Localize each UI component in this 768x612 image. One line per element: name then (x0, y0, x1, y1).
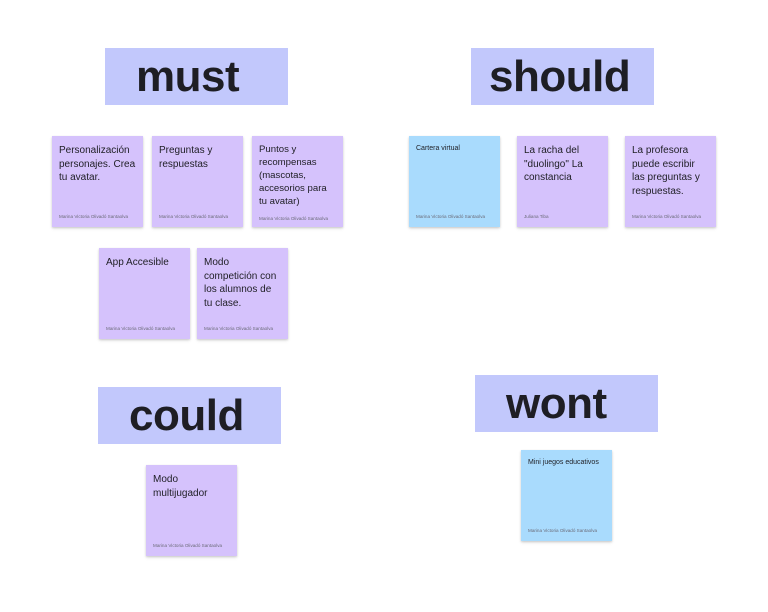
note-author: Marina Victoria Olivadó Santaolva (528, 528, 598, 533)
section-header-must[interactable]: must (105, 48, 288, 105)
sticky-note-app-accesible[interactable]: App Accesible Marina Victoria Olivadó Sa… (99, 248, 190, 339)
section-header-should[interactable]: should (471, 48, 654, 105)
section-header-could[interactable]: could (98, 387, 281, 444)
section-title-could: could (129, 390, 244, 440)
note-author: Marina Victoria Olivadó Santaolva (259, 216, 329, 221)
note-text: La profesora puede escribir las pregunta… (632, 145, 700, 197)
sticky-note-modo-competicion[interactable]: Modo competición con los alumnos de tu c… (197, 248, 288, 339)
section-title-must: must (136, 51, 240, 101)
note-text: Modo multijugador (153, 474, 208, 499)
section-title-wont: wont (506, 378, 607, 428)
note-author: Marina Victoria Olivadó Santaolva (59, 214, 129, 219)
sticky-note-racha[interactable]: La racha del "duolingo" La constancia Ju… (517, 136, 608, 227)
note-text: La racha del "duolingo" La constancia (524, 145, 583, 183)
note-author: Marina Victoria Olivadó Santaolva (159, 214, 229, 219)
note-text: Preguntas y respuestas (159, 145, 213, 170)
note-text: Personalización personajes. Crea tu avat… (59, 145, 136, 183)
note-text: Puntos y recompensas (mascotas, accesori… (259, 144, 327, 207)
note-author: Juliana Tiba (524, 214, 549, 219)
sticky-note-puntos[interactable]: Puntos y recompensas (mascotas, accesori… (252, 136, 343, 227)
sticky-note-multijugador[interactable]: Modo multijugador Marina Victoria Olivad… (146, 465, 237, 556)
sticky-note-mini-juegos[interactable]: Mini juegos educativos Marina Victoria O… (521, 450, 612, 541)
sticky-note-profesora[interactable]: La profesora puede escribir las pregunta… (625, 136, 716, 227)
note-text: Cartera virtual (416, 145, 460, 152)
sticky-note-cartera-virtual[interactable]: Cartera virtual Marina Victoria Olivadó … (409, 136, 500, 227)
sticky-note-preguntas[interactable]: Preguntas y respuestas Marina Victoria O… (152, 136, 243, 227)
note-text: App Accesible (106, 257, 169, 268)
section-header-wont[interactable]: wont (475, 375, 658, 432)
note-author: Marina Victoria Olivadó Santaolva (153, 543, 223, 548)
section-title-should: should (489, 51, 631, 101)
note-author: Marina Victoria Olivadó Santaolva (106, 326, 176, 331)
note-text: Mini juegos educativos (528, 459, 599, 466)
sticky-note-personalizacion[interactable]: Personalización personajes. Crea tu avat… (52, 136, 143, 227)
note-author: Marina Victoria Olivadó Santaolva (632, 214, 702, 219)
note-author: Marina Victoria Olivadó Santaolva (204, 326, 274, 331)
note-author: Marina Victoria Olivadó Santaolva (416, 214, 486, 219)
note-text: Modo competición con los alumnos de tu c… (204, 257, 277, 309)
